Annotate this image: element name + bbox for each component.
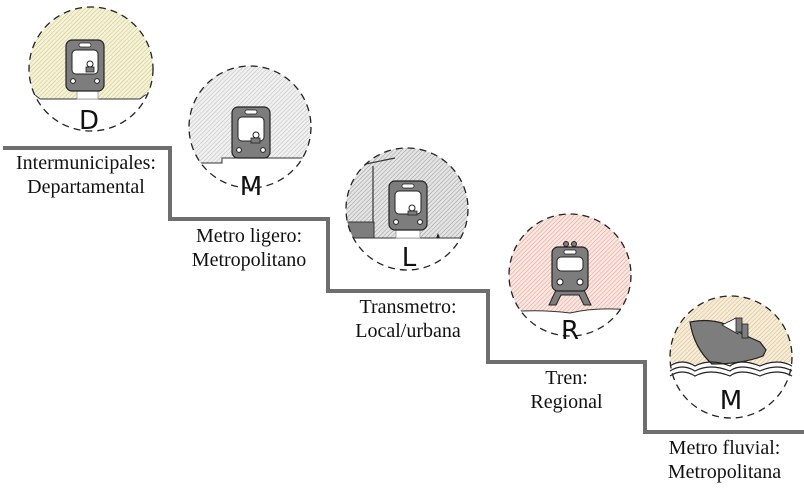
level-label-regional: Tren: Regional <box>490 366 643 414</box>
mode-text: Metro ligero: <box>195 225 303 247</box>
scope-text: Metropolitana <box>667 461 782 483</box>
level-circle-regional: R <box>508 213 632 346</box>
mode-text: Metro fluvial: <box>668 437 781 459</box>
scope-text: Metropolitano <box>191 249 307 271</box>
train-icon <box>548 241 592 306</box>
mode-text: Transmetro: <box>359 296 457 318</box>
level-letter: R <box>561 316 579 346</box>
mode-text: Tren: <box>545 367 588 389</box>
level-label-fluvial: Metro fluvial: Metropolitana <box>647 436 802 484</box>
level-circle-departamental: D <box>28 6 154 136</box>
tram-icon <box>231 106 271 159</box>
level-circle-metropolitano: M <box>188 65 312 202</box>
level-label-metropolitano: Metro ligero: Metropolitano <box>172 224 326 272</box>
level-letter: M <box>720 386 742 416</box>
scope-text: Departamental <box>27 176 145 198</box>
staircase-line <box>3 146 804 434</box>
level-letter: M <box>240 172 262 202</box>
level-letter: D <box>79 106 99 136</box>
scope-text: Regional <box>530 391 603 413</box>
level-circle-fluvial: M <box>669 295 793 419</box>
ship-icon <box>669 317 793 377</box>
tram-icon <box>65 39 105 100</box>
level-label-local: Transmetro: Local/urbana <box>330 295 486 343</box>
level-label-departamental: Intermunicipales: Departamental <box>4 151 168 199</box>
scope-text: Local/urbana <box>355 320 461 342</box>
level-circle-local: L <box>345 147 469 273</box>
mode-text: Intermunicipales: <box>16 152 156 174</box>
level-letter: L <box>402 243 417 273</box>
bus-icon <box>388 180 428 239</box>
